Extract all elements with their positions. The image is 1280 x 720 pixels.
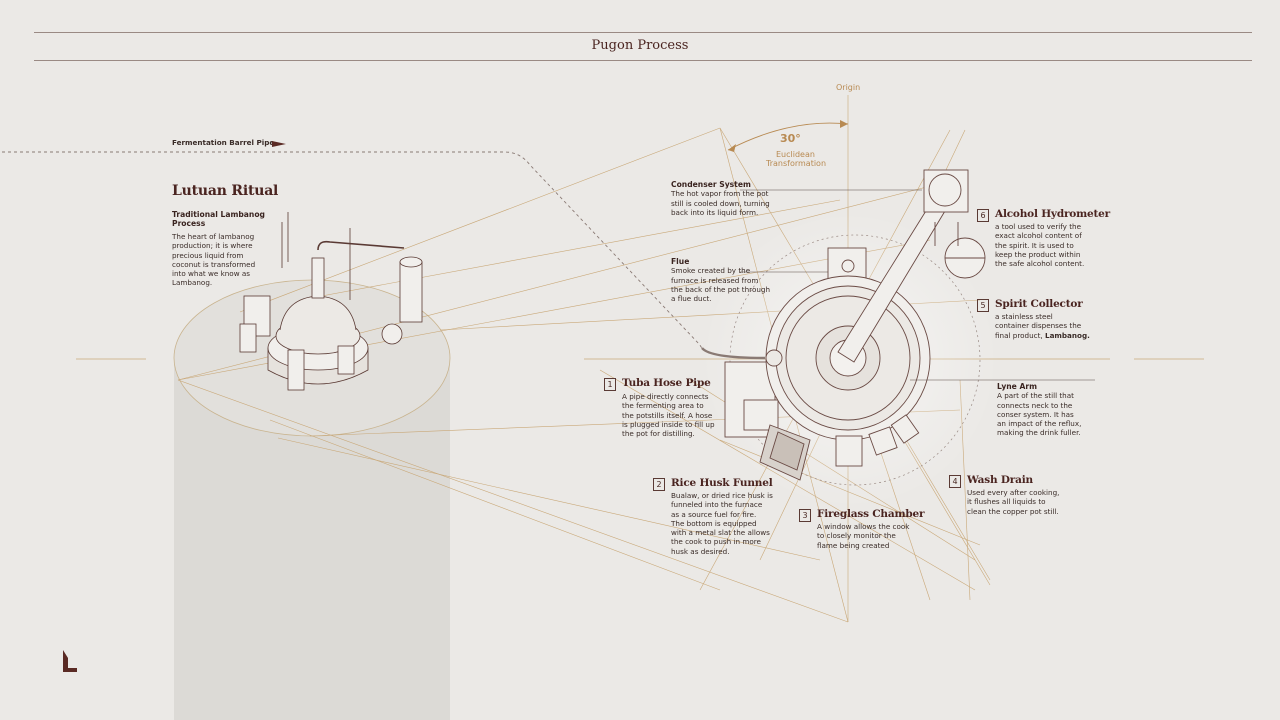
step-6-description: a tool used to verify the exact alcohol …	[995, 222, 1085, 269]
pipe-arrow-icon	[272, 141, 286, 147]
brand-logo	[63, 650, 77, 672]
step-3-badge: 3	[799, 509, 811, 522]
flue-callout: Flue Smoke created by the furnace is rel…	[671, 257, 771, 304]
orbit-dashed	[729, 234, 981, 486]
hose-inner	[743, 399, 779, 431]
iso-lyne-arm	[317, 240, 405, 251]
angle-arc	[727, 122, 849, 151]
lutuan-subtitle: Traditional Lambanog Process	[172, 210, 265, 229]
lutuan-description: The heart of lambanog production; it is …	[172, 232, 256, 288]
angle-arrow-left	[728, 144, 736, 152]
step-1-badge: 1	[604, 378, 616, 391]
step-2-badge: 2	[653, 478, 665, 491]
step-5-description: a stainless steel container dispenses th…	[995, 312, 1090, 340]
transformation-label: Transformation	[766, 159, 827, 168]
header-rule-bottom	[34, 60, 1252, 61]
step-6-title: Alcohol Hydrometer	[995, 208, 1110, 220]
step-3-title: Fireglass Chamber	[817, 508, 925, 520]
step-6-badge: 6	[977, 209, 989, 222]
pot-still-top-view	[724, 169, 986, 481]
step-1-description: A pipe directly connects the fermenting …	[622, 392, 715, 439]
step-3-description: A window allows the cook to closely moni…	[817, 522, 910, 550]
step-2-description: Bualaw, or dried rice husk is funneled i…	[671, 491, 773, 556]
fermentation-pipe-label: Fermentation Barrel Pipe	[172, 138, 275, 147]
step-2-title: Rice Husk Funnel	[671, 477, 773, 489]
step-4-description: Used every after cooking, it flushes all…	[967, 488, 1060, 516]
step-5-badge: 5	[977, 299, 989, 312]
iso-condenser	[399, 261, 423, 323]
step-1-title: Tuba Hose Pipe	[622, 377, 711, 389]
angle-arrow-right	[840, 120, 848, 128]
page-title: Pugon Process	[591, 38, 689, 53]
iso-collector	[381, 323, 403, 345]
lyne-arm-callout: Lyne Arm A part of the still that connec…	[997, 382, 1082, 438]
iso-neck	[311, 257, 325, 299]
tuba-pipe	[701, 347, 766, 360]
drain-block	[868, 426, 898, 456]
step-5-title: Spirit Collector	[995, 298, 1083, 310]
fire-chamber	[835, 435, 863, 467]
fermentation-pipe-line	[2, 151, 761, 359]
lutuan-title: Lutuan Ritual	[172, 183, 279, 199]
header-rule-top	[34, 32, 1252, 33]
condenser-callout: Condenser System The hot vapor from the …	[671, 180, 770, 217]
step-4-badge: 4	[949, 475, 961, 488]
step-4-title: Wash Drain	[967, 474, 1033, 486]
angle-label: 30°	[780, 132, 801, 145]
euclidean-label: Euclidean	[776, 150, 815, 159]
hose-port	[765, 349, 783, 367]
leader-lines	[740, 189, 1095, 381]
isometric-still	[239, 212, 423, 391]
origin-label: Origin	[836, 83, 861, 92]
